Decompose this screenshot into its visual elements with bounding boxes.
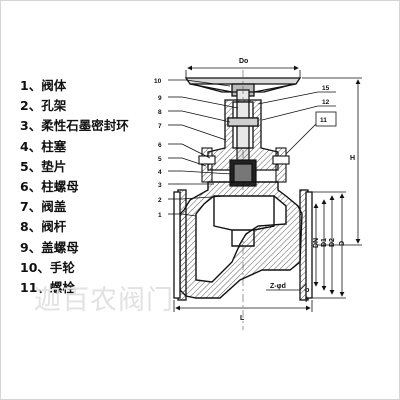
part-8: 8、阀杆	[20, 219, 67, 235]
label-h: H	[350, 155, 355, 162]
left-callout-labels: 10 9 8 7 6 5 4 3 2 1	[154, 78, 162, 219]
bottom-dimension-labels: Z-φd b f L	[240, 283, 309, 322]
bonnet-bolts	[198, 147, 290, 183]
callout-7: 7	[158, 123, 162, 130]
part-5: 5、垫片	[20, 158, 67, 174]
part-2: 2、孔架	[20, 98, 67, 114]
bottom-dimensions	[173, 283, 313, 312]
right-callout-labels: 15 12 11	[320, 85, 330, 124]
part-4: 4、柱塞	[20, 138, 67, 154]
parts-list: 1、阀体 2、孔架 3、柔性石墨密封环 4、柱塞 5、垫片 6、柱螺母 7、阀盖…	[20, 76, 129, 298]
flange-dimensions	[312, 191, 346, 299]
callout-8: 8	[158, 109, 162, 116]
label-d: D	[339, 241, 346, 246]
callout-15: 15	[322, 85, 330, 92]
callout-2: 2	[158, 197, 162, 204]
callout-10: 10	[154, 78, 162, 85]
valve-body	[179, 181, 303, 299]
flange-dimension-labels: DN D1 D2 D	[313, 238, 346, 248]
callout-9: 9	[158, 95, 162, 102]
label-f: f	[305, 297, 308, 304]
part-6: 6、柱螺母	[20, 178, 79, 194]
callout-12: 12	[322, 99, 330, 106]
label-b: b	[305, 287, 309, 294]
left-flange	[173, 189, 187, 301]
left-callouts	[168, 79, 239, 217]
callout-1: 1	[158, 212, 162, 219]
bonnet	[207, 99, 279, 171]
label-l: L	[240, 315, 245, 322]
watermark: 迦百农阀门	[34, 285, 174, 316]
part-10: 10、手轮	[20, 259, 75, 275]
callout-3: 3	[158, 182, 162, 189]
label-bolt-holes: Z-φd	[270, 283, 286, 290]
label-dn: DN	[313, 238, 320, 248]
label-d2: D2	[329, 238, 336, 247]
label-do: Do	[239, 58, 248, 65]
right-flange	[299, 189, 313, 301]
part-7: 7、阀盖	[20, 199, 67, 215]
part-9: 9、盖螺母	[20, 239, 79, 255]
callout-6: 6	[158, 142, 162, 149]
callout-4: 4	[158, 169, 162, 176]
part-3: 3、柔性石墨密封环	[20, 118, 129, 134]
callout-5: 5	[158, 156, 162, 163]
dimension-do	[185, 65, 301, 78]
part-11: 11、螺栓	[20, 279, 75, 295]
callout-11: 11	[320, 117, 327, 124]
right-callouts	[257, 91, 337, 155]
part-1: 1、阀体	[20, 78, 67, 93]
label-d1: D1	[321, 238, 328, 247]
